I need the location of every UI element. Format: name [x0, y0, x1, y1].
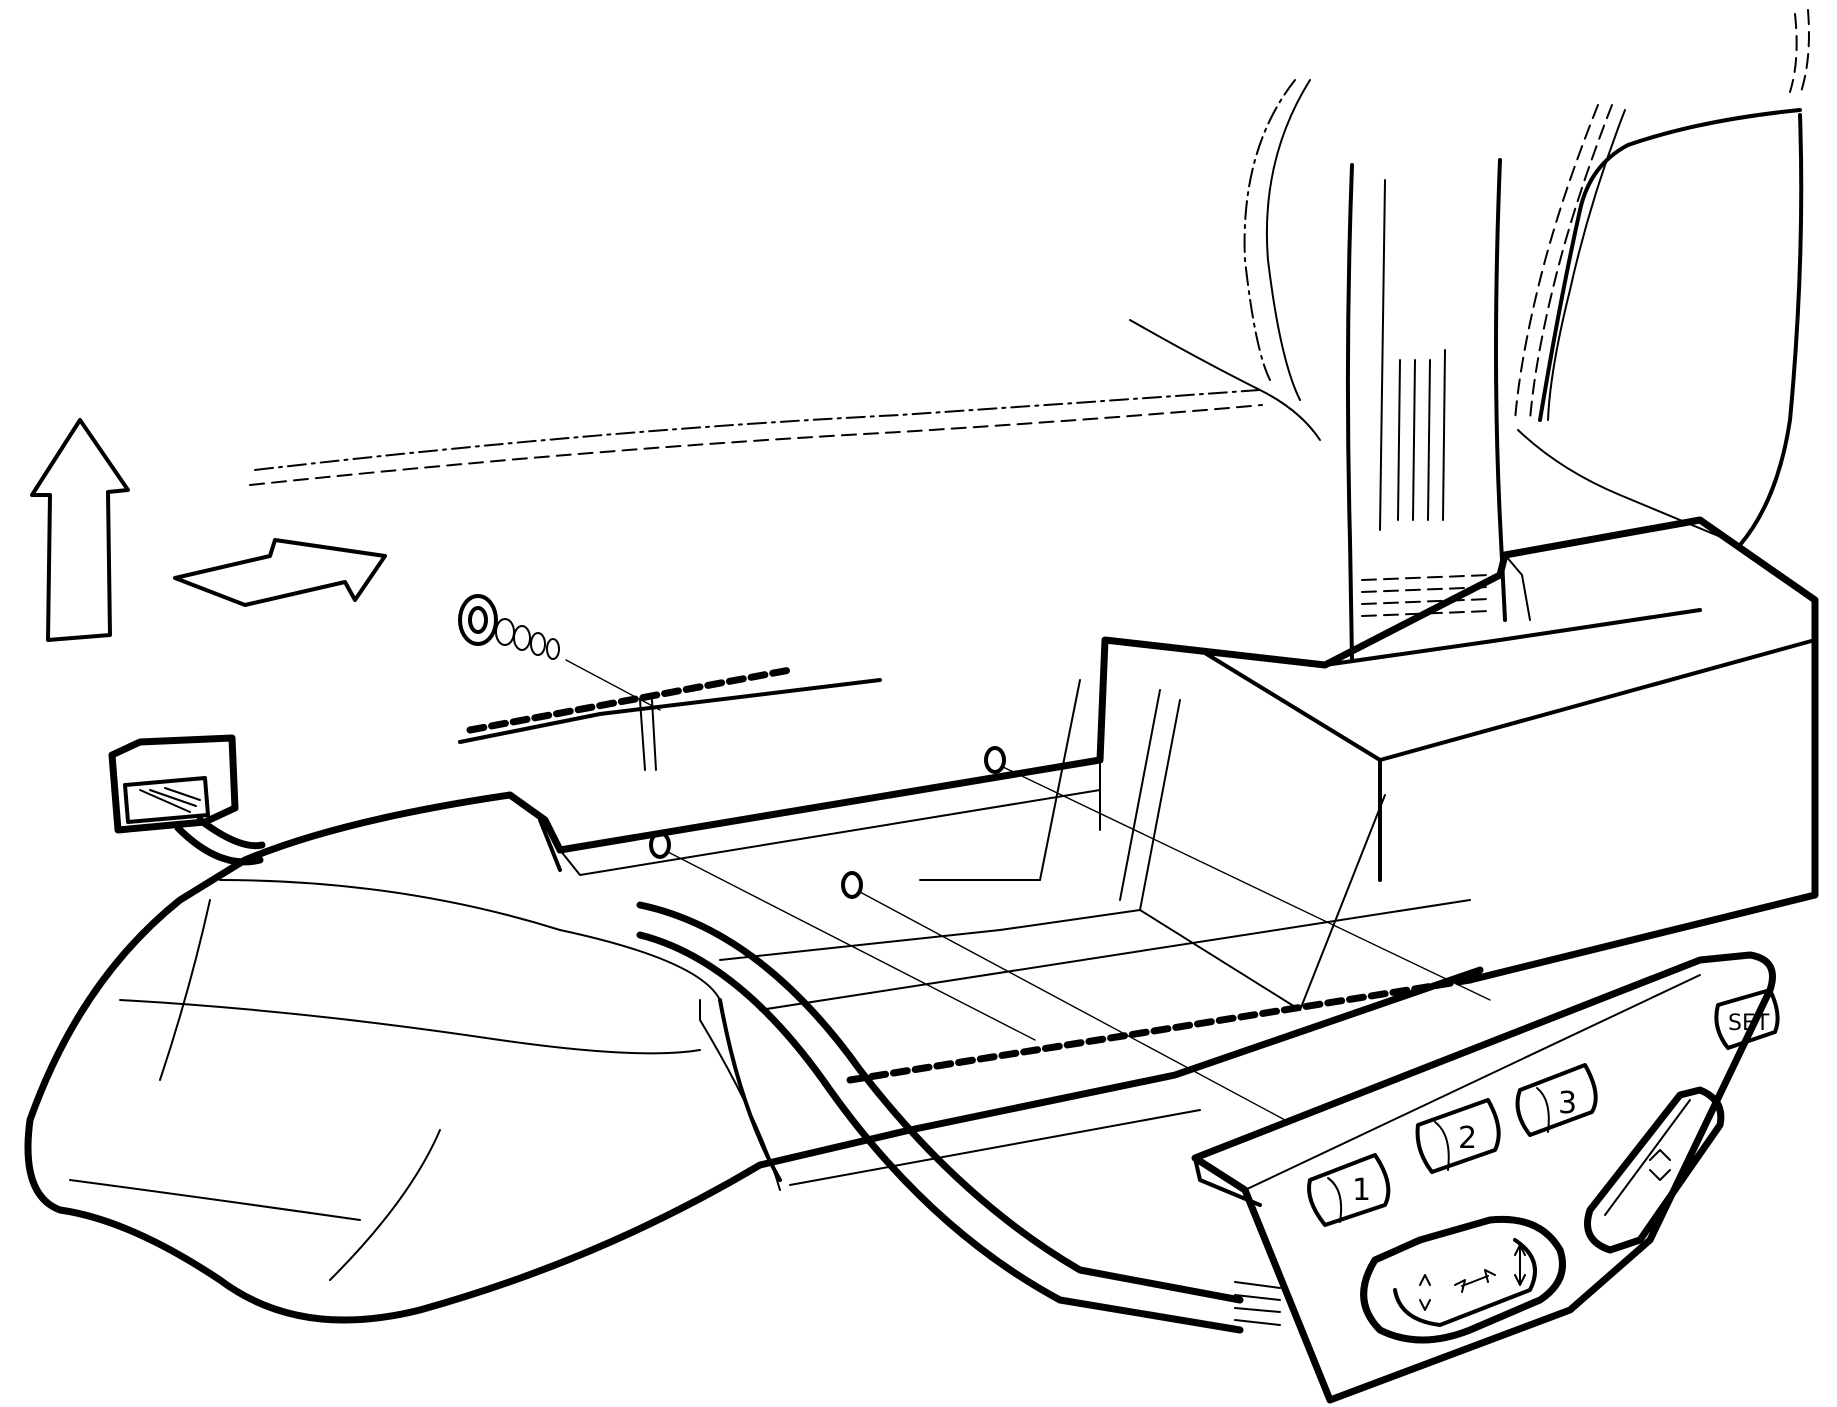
seat-back — [1129, 9, 1810, 547]
hole-3 — [984, 746, 1006, 774]
mounting-holes — [649, 746, 1491, 1121]
hole-2 — [841, 871, 863, 899]
memory-button-3-label: 3 — [1558, 1086, 1577, 1121]
trim-edge — [458, 666, 882, 771]
seat-tilt-arrow-icon — [1419, 1274, 1431, 1311]
wiring-harness — [174, 816, 1281, 1334]
seat-height-arrow-icon — [1514, 1244, 1526, 1286]
switch-pack: 1 2 3 SET — [1191, 951, 1780, 1404]
hole-1 — [649, 831, 671, 859]
recline-switch[interactable] — [1584, 1086, 1725, 1254]
memory-button-1[interactable]: 1 — [1307, 1153, 1391, 1227]
seat-position-switch[interactable] — [1360, 1215, 1566, 1344]
memory-button-2-label: 2 — [1458, 1121, 1477, 1156]
wiring-connector — [108, 734, 239, 834]
screw — [458, 594, 661, 711]
right-arrow-icon — [173, 538, 387, 607]
belt-stalk — [1345, 158, 1507, 662]
memory-button-3[interactable]: 3 — [1515, 1063, 1598, 1137]
side-trim-panel — [24, 516, 1819, 1324]
recline-arrow-icon — [1649, 1149, 1671, 1181]
set-button-label: SET — [1728, 1011, 1770, 1036]
seat-cushion-edge — [249, 389, 1263, 486]
seat-slide-arrow-icon — [1454, 1269, 1496, 1293]
set-button[interactable]: SET — [1714, 988, 1780, 1050]
up-arrow-icon — [30, 418, 130, 642]
memory-button-2[interactable]: 2 — [1415, 1098, 1501, 1174]
memory-button-1-label: 1 — [1352, 1173, 1371, 1208]
